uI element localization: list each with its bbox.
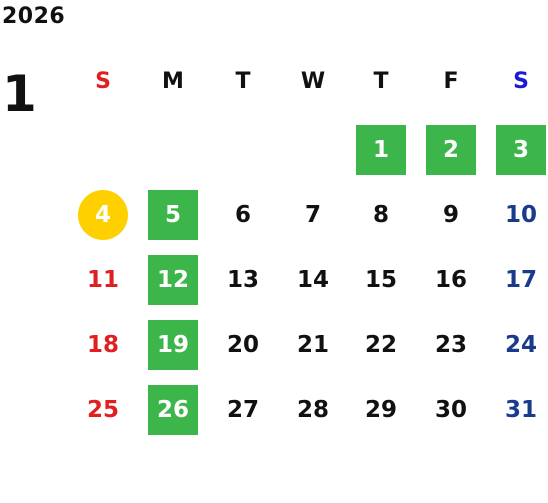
calendar-day[interactable]: 2 bbox=[426, 125, 476, 175]
weekday-header: F bbox=[443, 68, 459, 94]
weekday-header: W bbox=[300, 68, 326, 94]
calendar-day[interactable]: 12 bbox=[148, 255, 198, 305]
weekday-header: T bbox=[373, 68, 389, 94]
weekday-header: M bbox=[162, 68, 184, 94]
weekday-header: S bbox=[513, 68, 529, 94]
year-label: 2026 bbox=[2, 4, 66, 29]
calendar-day[interactable]: 16 bbox=[434, 267, 467, 293]
calendar-day[interactable]: 14 bbox=[296, 267, 329, 293]
calendar-day[interactable]: 27 bbox=[226, 397, 259, 423]
calendar-day[interactable]: 30 bbox=[434, 397, 467, 423]
calendar-day[interactable]: 26 bbox=[148, 385, 198, 435]
calendar-day[interactable]: 8 bbox=[372, 202, 389, 228]
month-number: 1 bbox=[2, 65, 37, 123]
calendar-day[interactable]: 28 bbox=[296, 397, 329, 423]
calendar-day[interactable]: 5 bbox=[148, 190, 198, 240]
weekday-header: S bbox=[95, 68, 111, 94]
calendar-day[interactable]: 23 bbox=[434, 332, 467, 358]
calendar-day[interactable]: 25 bbox=[86, 397, 119, 423]
calendar-day[interactable]: 1 bbox=[356, 125, 406, 175]
calendar-day[interactable]: 20 bbox=[226, 332, 259, 358]
calendar-day[interactable]: 3 bbox=[496, 125, 546, 175]
weekday-header: T bbox=[235, 68, 251, 94]
calendar-day[interactable]: 9 bbox=[442, 202, 459, 228]
calendar-day[interactable]: 18 bbox=[86, 332, 119, 358]
calendar-day[interactable]: 17 bbox=[504, 267, 537, 293]
calendar-day[interactable]: 19 bbox=[148, 320, 198, 370]
calendar-day[interactable]: 6 bbox=[234, 202, 251, 228]
calendar-day[interactable]: 4 bbox=[78, 190, 128, 240]
calendar-day[interactable]: 10 bbox=[504, 202, 537, 228]
calendar-day[interactable]: 7 bbox=[304, 202, 321, 228]
calendar-day[interactable]: 11 bbox=[86, 267, 119, 293]
calendar-day[interactable]: 15 bbox=[364, 267, 397, 293]
calendar-day[interactable]: 22 bbox=[364, 332, 397, 358]
calendar-day[interactable]: 13 bbox=[226, 267, 259, 293]
calendar-day[interactable]: 31 bbox=[504, 397, 537, 423]
calendar-day[interactable]: 21 bbox=[296, 332, 329, 358]
calendar-day[interactable]: 29 bbox=[364, 397, 397, 423]
calendar-day[interactable]: 24 bbox=[504, 332, 537, 358]
